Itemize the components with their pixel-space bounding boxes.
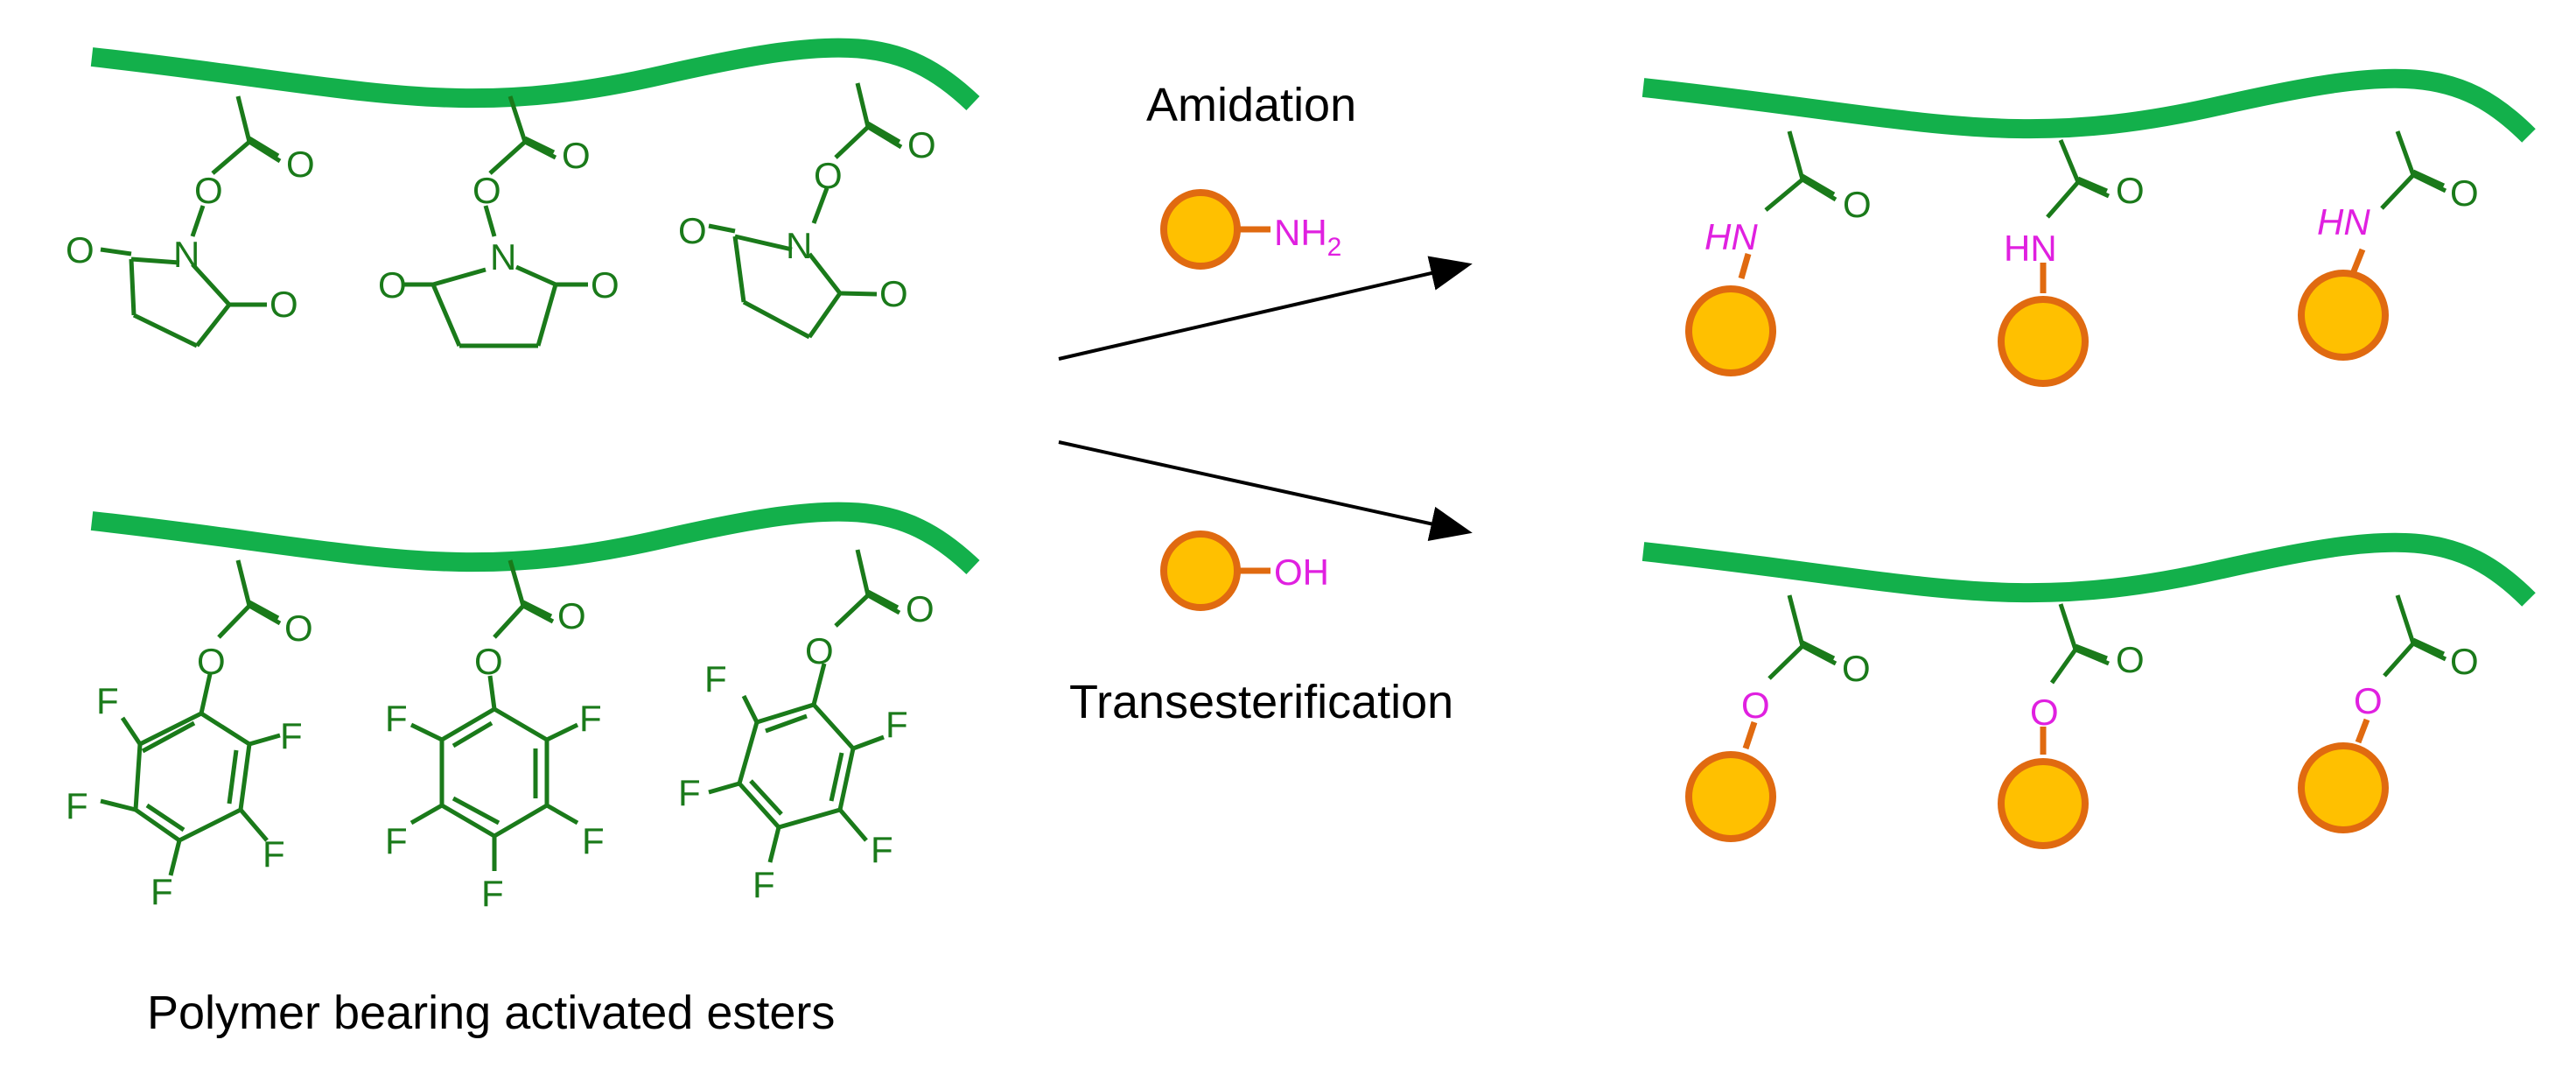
- ester-unit-2: O O: [1998, 603, 2145, 849]
- pfp1-f-5: F: [96, 680, 119, 721]
- pfp2-f-1: F: [579, 698, 602, 739]
- pfp-ester-unit-1: [100, 559, 282, 876]
- orange-circle-icon: [1160, 530, 1241, 611]
- nhs2-ester-o: O: [472, 170, 501, 211]
- pfp3-f-4: F: [678, 772, 701, 813]
- pfp-ester-unit-3: [708, 549, 901, 863]
- pfp3-f-5: F: [704, 658, 727, 699]
- nhs2-ring-o-left: O: [378, 264, 407, 306]
- nhs3-carbonyl-o: O: [907, 124, 936, 165]
- nhs2-n: N: [490, 236, 516, 278]
- ester2-o: O: [2030, 692, 2059, 733]
- nhs-ester-unit-2: [404, 95, 588, 348]
- pfp3-f-2: F: [871, 829, 893, 870]
- polymer-backbone-amide: [1642, 68, 2536, 143]
- svg-text:NH2: NH2: [1274, 212, 1341, 262]
- pfp-atoms: O O F F F F F O O F F F F F O O F F F F …: [66, 588, 934, 914]
- nhs3-ester-o: O: [814, 155, 843, 196]
- alcohol-reagent: OH: [1160, 530, 1329, 611]
- ester-unit-1: O O: [1685, 594, 1871, 842]
- ester2-carbonyl-o: O: [2116, 639, 2145, 680]
- amide1-hn: HN: [1704, 216, 1758, 257]
- orange-circle-icon: [1998, 758, 2089, 849]
- amide3-hn: HN: [2317, 201, 2370, 242]
- orange-circle-icon: [1998, 296, 2089, 387]
- pfp-ester-unit-2: [410, 559, 579, 871]
- pfp2-f-4: F: [385, 820, 408, 861]
- ester1-o: O: [1741, 685, 1770, 726]
- ester3-carbonyl-o: O: [2450, 641, 2479, 682]
- pfp2-f-3: F: [481, 873, 504, 914]
- polymer-backbone-ester: [1642, 532, 2536, 607]
- polymer-backbone-nhs: [90, 38, 980, 110]
- pfp1-f-3: F: [150, 871, 173, 912]
- nhs2-ring-o-right: O: [591, 264, 620, 306]
- pfp1-carbonyl-o: O: [284, 608, 313, 649]
- alcohol-oh-text: OH: [1274, 552, 1329, 593]
- amine-nh-text: NH: [1274, 212, 1327, 253]
- reaction-arrow-icon: [1058, 256, 1473, 361]
- ester-unit-3: O O: [2298, 594, 2479, 833]
- amine-subscript: 2: [1327, 233, 1342, 262]
- amine-reagent: NH2: [1160, 189, 1341, 270]
- amide-unit-2: O HN: [1998, 139, 2145, 387]
- amide2-carbonyl-o: O: [2116, 170, 2145, 211]
- orange-circle-icon: [1160, 189, 1241, 270]
- pfp3-f-3: F: [752, 864, 775, 905]
- pfp1-ester-o: O: [197, 641, 226, 682]
- amide1-carbonyl-o: O: [1843, 184, 1872, 225]
- amide2-hn: HN: [2004, 228, 2057, 269]
- pfp2-ester-o: O: [474, 641, 503, 682]
- ester3-o: O: [2354, 680, 2383, 721]
- nhs1-ester-o: O: [194, 170, 223, 211]
- caption: Polymer bearing activated esters: [147, 987, 835, 1039]
- nhs1-carbonyl-o: O: [286, 144, 315, 185]
- nhs1-ring-o-right: O: [270, 284, 298, 325]
- amide-unit-1: O HN: [1685, 130, 1872, 376]
- nhs2-carbonyl-o: O: [562, 135, 591, 176]
- orange-circle-icon: [1685, 285, 1776, 376]
- nhs-ester-unit-3: [708, 82, 903, 340]
- pfp3-carbonyl-o: O: [906, 588, 934, 629]
- pfp2-f-5: F: [385, 698, 408, 739]
- polymer-backbone-pfp: [90, 502, 980, 574]
- pfp1-f-1: F: [280, 715, 303, 756]
- amidation-label: Amidation: [1146, 79, 1356, 131]
- nhs3-n: N: [786, 225, 812, 266]
- orange-circle-icon: [2298, 270, 2389, 361]
- nhs1-ring-o-left: O: [66, 229, 94, 271]
- orange-circle-icon: [2298, 742, 2389, 833]
- pfp3-ester-o: O: [805, 630, 834, 671]
- ester1-carbonyl-o: O: [1842, 648, 1871, 689]
- nhs-ester-unit-1: [100, 95, 282, 348]
- nhs-atoms: O O N O O O O N O O O O N O O: [66, 124, 936, 325]
- transesterification-label: Transesterification: [1069, 676, 1453, 728]
- reaction-arrow-icon-2: [1058, 440, 1473, 541]
- pfp3-f-1: F: [886, 704, 908, 745]
- pfp1-f-2: F: [262, 833, 285, 875]
- nhs3-ring-o-right: O: [879, 273, 908, 314]
- amide3-carbonyl-o: O: [2450, 172, 2479, 214]
- nhs1-n: N: [173, 234, 200, 275]
- pfp1-f-4: F: [66, 785, 88, 826]
- pfp2-f-2: F: [582, 820, 605, 861]
- orange-circle-icon: [1685, 751, 1776, 842]
- amide-unit-3: O HN: [2298, 130, 2479, 361]
- pfp2-carbonyl-o: O: [557, 595, 586, 636]
- nhs3-ring-o-left: O: [678, 210, 707, 251]
